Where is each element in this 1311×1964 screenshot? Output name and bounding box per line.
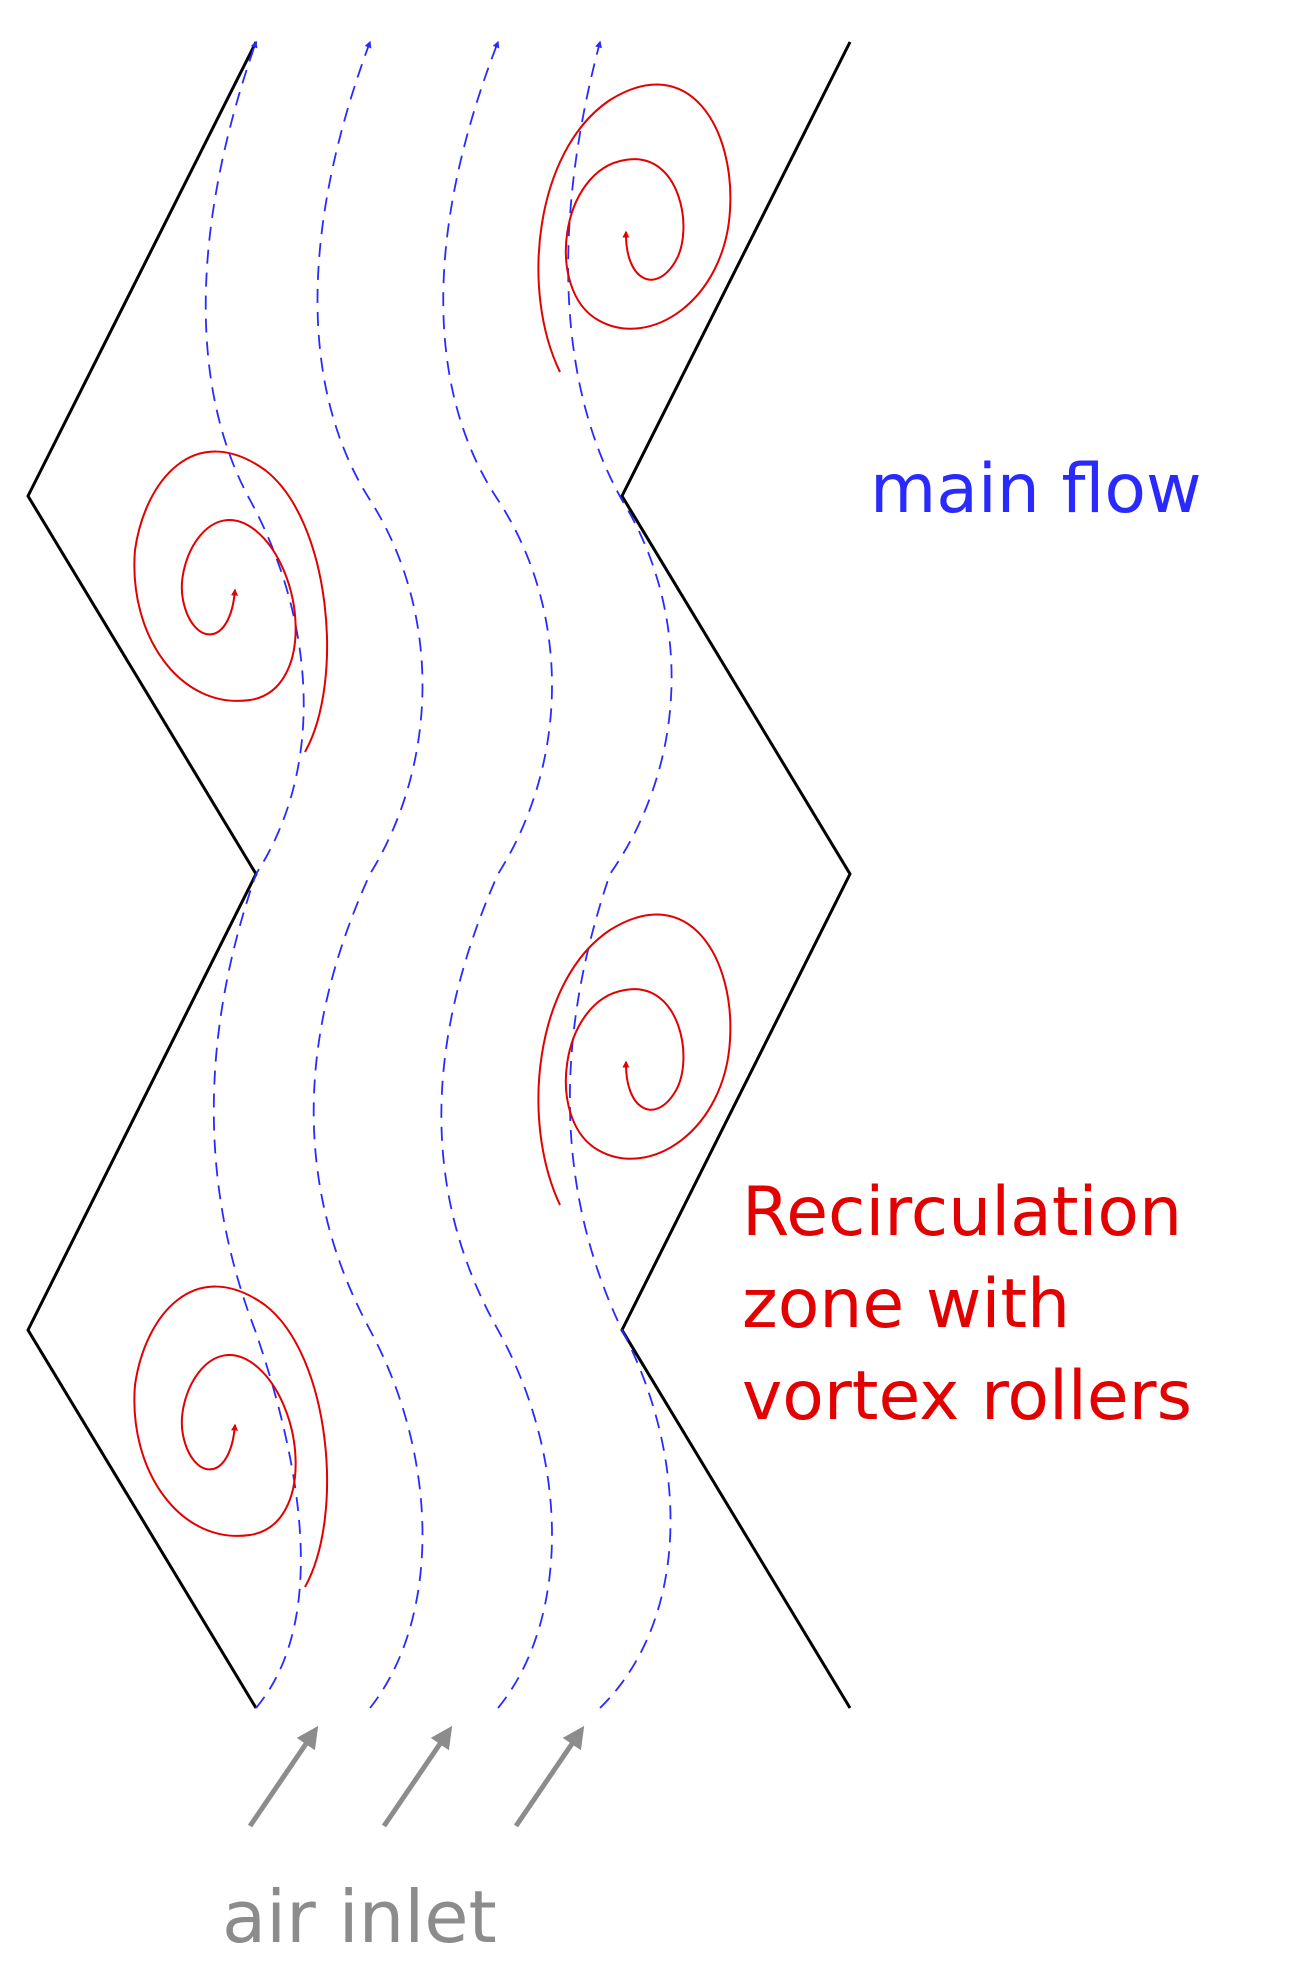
vortex-upper-left	[133, 450, 329, 753]
streamline-1	[204, 40, 305, 1709]
streamline-4	[567, 40, 673, 1709]
inlet-arrow-3	[513, 1725, 585, 1828]
recirculation-label-line-2: zone with	[742, 1265, 1070, 1344]
vortex-lower-left	[133, 1285, 329, 1588]
air-inlet-arrows	[247, 1725, 585, 1828]
left-wall	[26, 41, 258, 1709]
streamline-2	[312, 40, 424, 1709]
inlet-arrow-1	[247, 1725, 319, 1828]
main-flow-label: main flow	[870, 450, 1202, 529]
recirculation-label-line-3: vortex rollers	[742, 1357, 1192, 1436]
recirculation-vortices	[133, 83, 732, 1588]
main-flow-streamlines	[204, 40, 673, 1709]
vortex-upper-right	[537, 83, 732, 373]
recirculation-label: Recirculation zone with vortex rollers	[742, 1173, 1192, 1436]
air-inlet-label: air inlet	[222, 1875, 497, 1959]
recirculation-label-line-1: Recirculation	[742, 1173, 1182, 1252]
inlet-arrow-2	[381, 1725, 453, 1828]
channel-walls	[26, 41, 852, 1709]
streamline-3	[440, 40, 553, 1709]
vortex-lower-right	[537, 913, 732, 1206]
right-wall	[620, 41, 852, 1709]
